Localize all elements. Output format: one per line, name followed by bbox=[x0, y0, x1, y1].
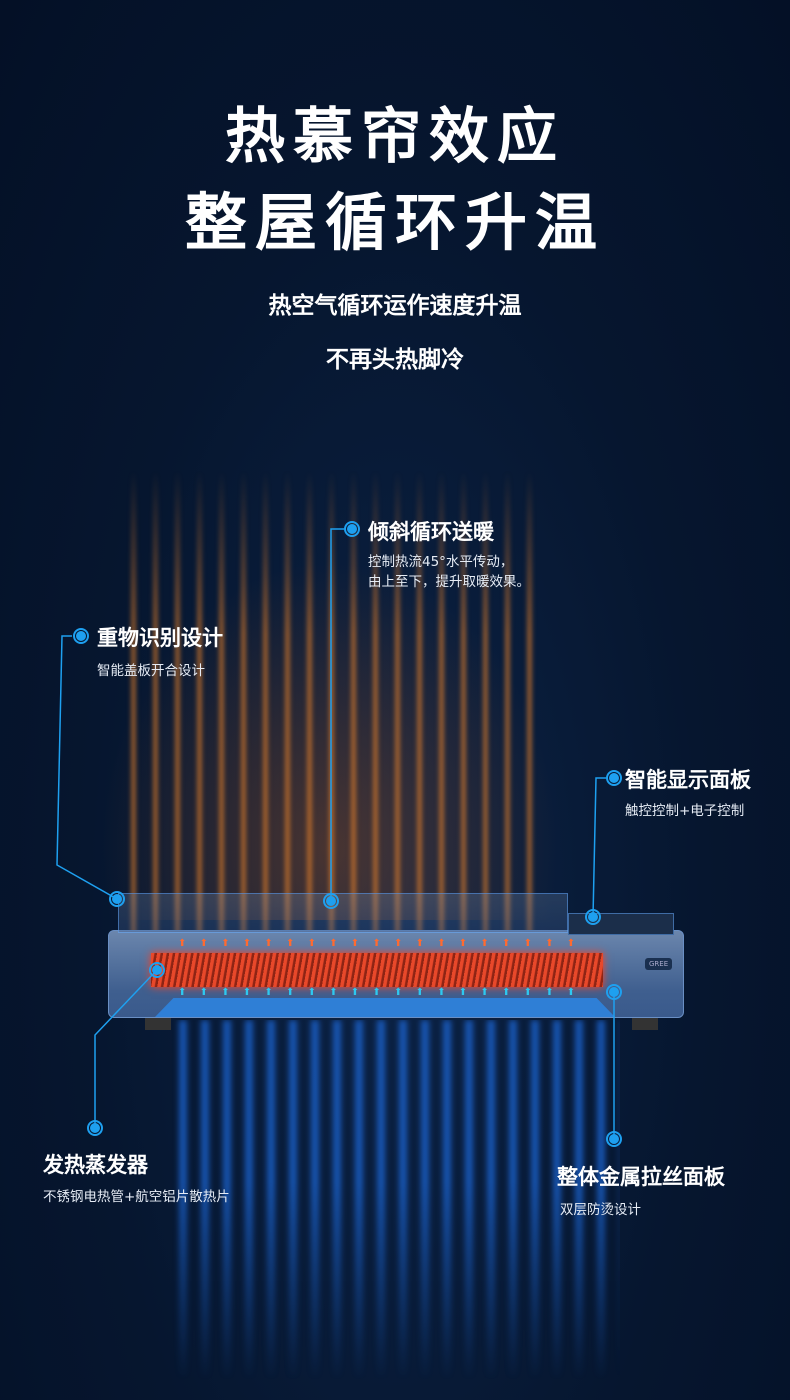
cool-air-arrow: ⬆ bbox=[264, 987, 273, 998]
heater-foot-left bbox=[145, 1018, 171, 1030]
callout-weight-detection-desc: 智能盖板开合设计 bbox=[97, 663, 205, 679]
callout-tilted-circulation-desc: 控制热流45°水平传动， bbox=[368, 554, 514, 570]
hot-air-arrow: ⬆ bbox=[437, 938, 446, 949]
hot-air-arrow: ⬆ bbox=[480, 938, 489, 949]
callout-heating-element-title: 发热蒸发器 bbox=[43, 1153, 148, 1177]
cool-air-arrow: ⬆ bbox=[242, 987, 252, 998]
hot-air-arrow: ⬆ bbox=[394, 938, 403, 949]
heater-foot-right bbox=[632, 1018, 658, 1030]
cool-air-arrow: ⬆ bbox=[286, 987, 295, 998]
cool-air-arrow: ⬆ bbox=[372, 987, 381, 998]
cool-air-arrow: ⬆ bbox=[350, 987, 360, 998]
cool-air-arrow: ⬆ bbox=[437, 987, 446, 998]
hot-air-arrow: ⬆ bbox=[178, 938, 187, 949]
callout-heating-element-desc: 不锈钢电热管+航空铝片散热片 bbox=[43, 1189, 230, 1205]
callout-smart-display-desc: 触控控制+电子控制 bbox=[625, 803, 745, 819]
hot-air-arrow: ⬆ bbox=[566, 938, 576, 949]
cool-air-arrow: ⬆ bbox=[221, 987, 230, 998]
headline-line1: 热慕帘效应 bbox=[225, 102, 565, 172]
heater-lid bbox=[118, 893, 568, 933]
cool-air-arrow: ⬆ bbox=[307, 987, 316, 998]
hot-air-arrow: ⬆ bbox=[350, 938, 360, 949]
cool-air-streams bbox=[170, 1020, 620, 1380]
headline-line2: 整屋循环升温 bbox=[184, 186, 605, 259]
callout-metal-panel-desc: 双层防烫设计 bbox=[560, 1202, 641, 1218]
cool-air-arrow: ⬆ bbox=[178, 987, 187, 998]
hot-air-arrow: ⬆ bbox=[523, 938, 532, 949]
hot-air-arrow: ⬆ bbox=[372, 938, 381, 949]
heating-coil bbox=[151, 953, 603, 987]
callout-tilted-circulation-title: 倾斜循环送暖 bbox=[368, 520, 494, 544]
cool-air-arrow: ⬆ bbox=[523, 987, 532, 998]
hot-air-arrow: ⬆ bbox=[502, 938, 511, 949]
hot-air-arrow: ⬆ bbox=[199, 938, 208, 949]
hot-air-arrow: ⬆ bbox=[286, 938, 295, 949]
hot-air-arrow: ⬆ bbox=[329, 938, 338, 949]
brand-logo: GREE bbox=[645, 958, 673, 970]
hot-air-arrow: ⬆ bbox=[458, 938, 468, 949]
hot-air-arrow: ⬆ bbox=[221, 938, 230, 949]
hot-air-arrow: ⬆ bbox=[264, 938, 273, 949]
warm-air-streams bbox=[118, 470, 538, 940]
cool-air-arrow: ⬆ bbox=[566, 987, 576, 998]
callout-tilted-circulation-desc2: 由上至下，提升取暖效果。 bbox=[368, 574, 530, 590]
cool-air-arrow: ⬆ bbox=[394, 987, 403, 998]
cool-air-arrow: ⬆ bbox=[458, 987, 468, 998]
hot-air-arrow: ⬆ bbox=[545, 938, 554, 949]
hot-air-arrow: ⬆ bbox=[415, 938, 424, 949]
cool-air-arrow: ⬆ bbox=[502, 987, 511, 998]
hot-air-arrow: ⬆ bbox=[242, 938, 252, 949]
callout-smart-display-title: 智能显示面板 bbox=[625, 768, 751, 792]
subtitle-line1: 热空气循环运作速度升温 bbox=[268, 293, 522, 319]
callout-metal-panel-title: 整体金属拉丝面板 bbox=[557, 1165, 725, 1189]
cool-air-arrow: ⬆ bbox=[415, 987, 424, 998]
cool-air-arrow: ⬆ bbox=[329, 987, 338, 998]
cool-air-intake bbox=[155, 998, 615, 1017]
hot-air-arrow: ⬆ bbox=[307, 938, 316, 949]
cool-air-arrow: ⬆ bbox=[545, 987, 554, 998]
subtitle-line2: 不再头热脚冷 bbox=[326, 347, 464, 373]
cool-air-arrow: ⬆ bbox=[480, 987, 489, 998]
callout-weight-detection-title: 重物识别设计 bbox=[97, 626, 223, 650]
cool-air-arrow: ⬆ bbox=[199, 987, 208, 998]
